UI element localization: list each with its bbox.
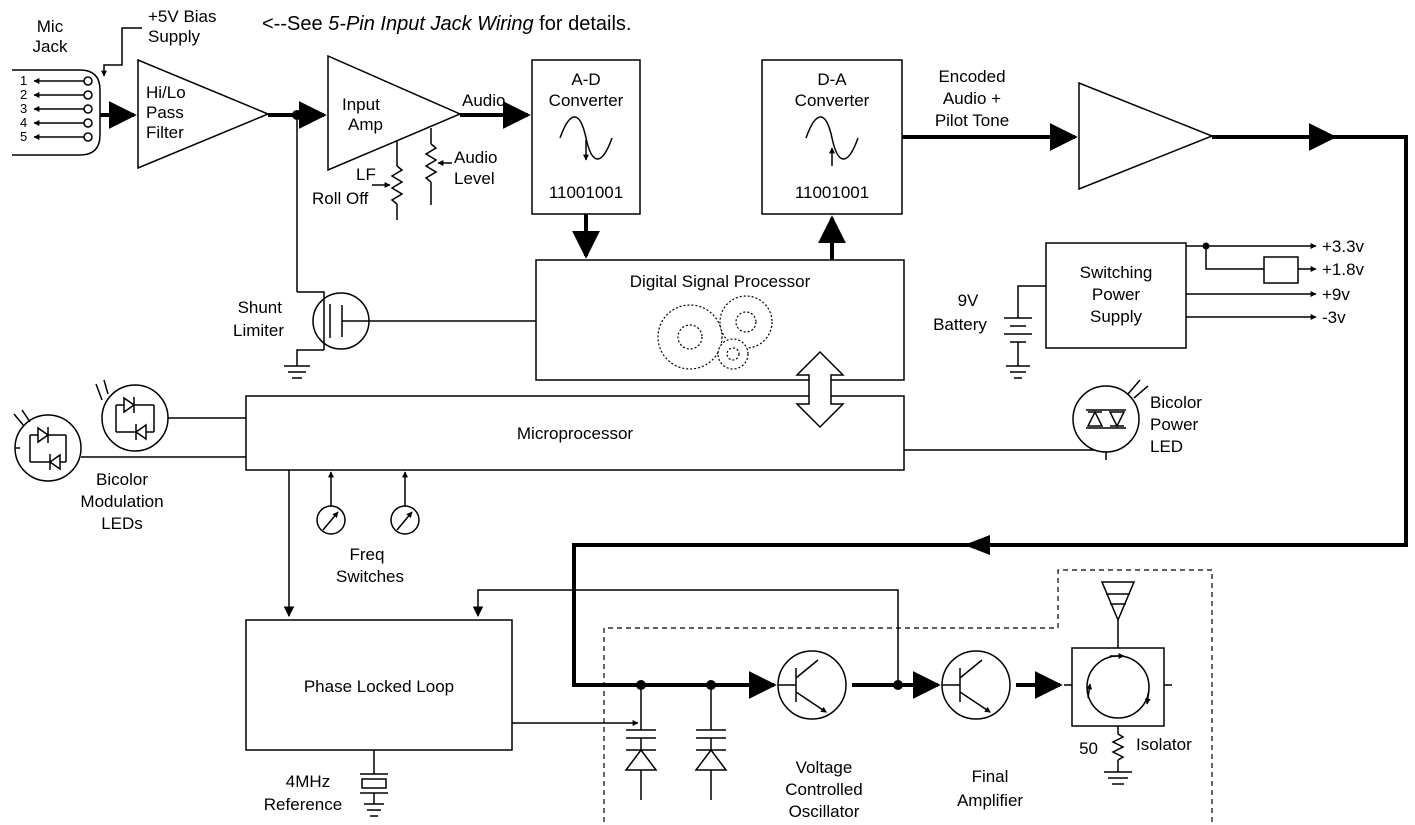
ad-converter: A-D Converter 11001001 <box>531 59 641 215</box>
input-amp-line2: Amp <box>348 115 383 134</box>
freq-switches-line2: Switches <box>336 567 404 586</box>
rail-neg3v: -3v <box>1322 308 1346 327</box>
dsp-micro-bus-arrow <box>795 350 845 429</box>
input-amp: Input Amp <box>327 54 462 172</box>
bicolor-power-led: Bicolor Power LED <box>904 379 1202 460</box>
lf-rolloff-line1: LF <box>356 165 376 184</box>
adc-line2: Converter <box>549 91 624 110</box>
phase-locked-loop: Phase Locked Loop <box>245 619 513 751</box>
pll-label: Phase Locked Loop <box>304 677 454 696</box>
bias-supply-line1: +5V Bias <box>148 7 217 26</box>
mic-jack-pins: 1 2 3 4 5 <box>20 73 93 144</box>
rail-1v8: +1.8v <box>1322 260 1365 279</box>
mic-jack-pin-4: 4 <box>20 115 27 130</box>
lf-rolloff-line2: Roll Off <box>312 189 369 208</box>
dac-sine-icon <box>805 116 859 160</box>
encoded-audio-line1: Encoded <box>938 67 1005 86</box>
mic-jack-pin-2: 2 <box>20 87 27 102</box>
freq-switches: Freq Switches <box>316 471 420 586</box>
isolator-load: 50 <box>1079 726 1132 785</box>
filter-line3: Filter <box>146 123 184 142</box>
encoded-audio-label: Encoded Audio + Pilot Tone <box>935 67 1009 130</box>
power-supply-line1: Switching <box>1080 263 1153 282</box>
freq-switches-line1: Freq <box>350 545 385 564</box>
filter-line2: Pass <box>146 103 184 122</box>
isolator-label: Isolator <box>1136 735 1192 754</box>
mod-leds-line1: Bicolor <box>96 470 148 489</box>
encoded-audio-line3: Pilot Tone <box>935 111 1009 130</box>
dac-code: 11001001 <box>795 183 869 202</box>
bicolor-modulation-leds: Bicolor Modulation LEDs <box>13 379 246 533</box>
isolator: Isolator <box>1064 647 1192 754</box>
mic-jack: Mic Jack 1 2 3 4 5 <box>12 17 101 156</box>
dsp-label: Digital Signal Processor <box>630 272 811 291</box>
power-led-line2: Power <box>1150 415 1199 434</box>
audio-level-line1: Audio <box>454 148 497 167</box>
modulation-led-2-icon <box>13 409 67 471</box>
dac-line1: D-A <box>817 70 847 89</box>
voltage-controlled-oscillator: Voltage Controlled Oscillator <box>777 650 863 821</box>
battery-line2: Battery <box>933 315 987 334</box>
mod-leds-line2: Modulation <box>80 492 163 511</box>
mod-leds-line3: LEDs <box>101 514 143 533</box>
power-led-line1: Bicolor <box>1150 393 1202 412</box>
reference-line1: 4MHz <box>286 772 330 791</box>
final-amp-line1: Final <box>972 767 1009 786</box>
modulation-led-1-icon <box>95 379 155 441</box>
audio-signal-label: Audio <box>462 91 505 110</box>
isolator-load-label: 50 <box>1079 739 1098 758</box>
da-converter: D-A Converter 11001001 <box>761 59 903 215</box>
bias-supply-line2: Supply <box>148 27 200 46</box>
mic-jack-pin-1: 1 <box>20 73 27 88</box>
audio-level-line2: Level <box>454 169 495 188</box>
mic-jack-pin-3: 3 <box>20 101 27 116</box>
bias-supply: +5V Bias Supply <box>101 7 217 77</box>
encoded-audio-line2: Audio + <box>943 89 1001 108</box>
final-amplifier: Final Amplifier <box>941 650 1023 810</box>
output-amp <box>1078 81 1215 191</box>
power-rails: +3.3v +1.8v +9v -3v <box>1186 237 1365 327</box>
battery: 9V Battery <box>933 285 1046 379</box>
hi-lo-pass-filter: Hi/Lo Pass Filter <box>137 58 270 170</box>
adc-line1: A-D <box>571 70 600 89</box>
dac-line2: Converter <box>795 91 870 110</box>
shunt-limiter-line2: Limiter <box>233 321 284 340</box>
header-note: <--See 5-Pin Input Jack Wiring for detai… <box>262 13 631 35</box>
switching-power-supply: Switching Power Supply <box>1045 242 1187 349</box>
adc-sine-icon <box>559 116 613 160</box>
reference-crystal: 4MHz Reference <box>264 750 388 817</box>
mic-jack-pin-5: 5 <box>20 129 27 144</box>
vco-line3: Oscillator <box>789 802 860 821</box>
microprocessor: Microprocessor <box>245 395 905 471</box>
rail-9v: +9v <box>1322 285 1350 304</box>
adc-code: 11001001 <box>549 183 623 202</box>
input-amp-line1: Input <box>342 95 380 114</box>
filter-line1: Hi/Lo <box>146 83 186 102</box>
vco-line1: Voltage <box>796 758 853 777</box>
audio-level-pot: Audio Level <box>424 128 497 205</box>
mic-jack-label-line1: Mic <box>37 17 64 36</box>
antenna-icon <box>1100 581 1136 648</box>
digital-signal-processor: Digital Signal Processor <box>535 259 905 381</box>
shunt-limiter: Shunt Limiter <box>233 291 536 379</box>
power-led-line3: LED <box>1150 437 1183 456</box>
microprocessor-label: Microprocessor <box>517 424 634 443</box>
mic-jack-label-line2: Jack <box>33 37 68 56</box>
reference-line2: Reference <box>264 795 342 814</box>
gears-icon <box>657 295 773 370</box>
power-supply-line3: Supply <box>1090 307 1142 326</box>
rail-3v3: +3.3v <box>1322 237 1365 256</box>
vco-line2: Controlled <box>785 780 863 799</box>
power-supply-line2: Power <box>1092 285 1141 304</box>
battery-line1: 9V <box>958 291 979 310</box>
shunt-limiter-line1: Shunt <box>238 298 283 317</box>
lf-rolloff-pot: LF Roll Off <box>312 140 404 220</box>
varactor-network <box>624 680 728 800</box>
final-amp-line2: Amplifier <box>957 791 1023 810</box>
rf-shield-outline <box>603 569 1213 822</box>
